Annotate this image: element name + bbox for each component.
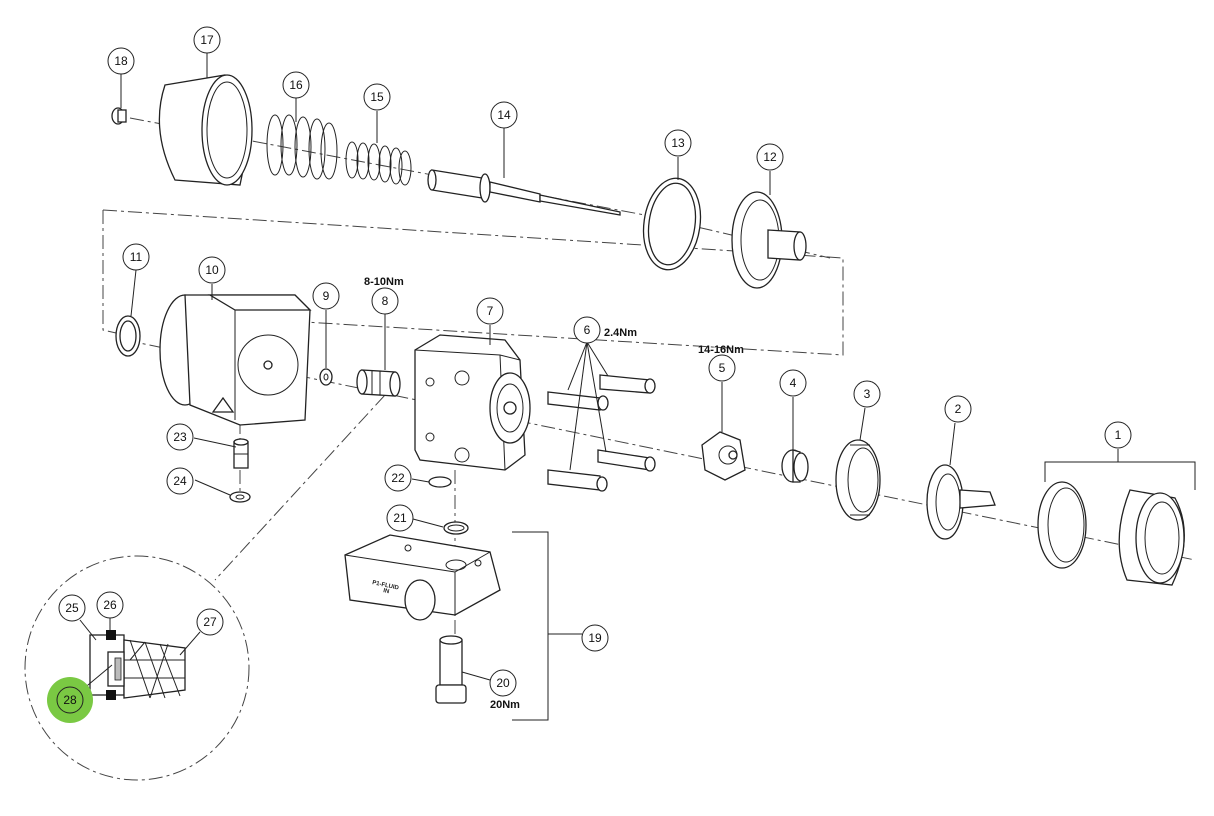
- detail-view: [24, 555, 250, 781]
- part-13-oring: [642, 177, 702, 271]
- callout-1-label: 1: [1115, 428, 1122, 442]
- callout-6[interactable]: 6: [573, 316, 601, 344]
- part-1-retaining-nut: [1037, 481, 1185, 586]
- callout-21[interactable]: 21: [386, 504, 414, 532]
- bracket-1: [1044, 449, 1196, 490]
- callout-2-label: 2: [955, 402, 962, 416]
- callout-3[interactable]: 3: [853, 380, 881, 408]
- part-22-seal: [428, 476, 452, 488]
- callout-13-label: 13: [671, 136, 685, 150]
- callout-2[interactable]: 2: [944, 395, 972, 423]
- callout-22-label: 22: [391, 471, 405, 485]
- part-18-cap: [111, 107, 127, 125]
- part-24-washer: [229, 491, 251, 503]
- callout-16-label: 16: [289, 78, 303, 92]
- part-11-ring: [115, 315, 141, 357]
- callout-20[interactable]: 20: [489, 669, 517, 697]
- callout-18[interactable]: 18: [107, 47, 135, 75]
- torque-part-8: 8-10Nm: [364, 276, 404, 288]
- part-9-washer: [319, 368, 333, 386]
- callout-11[interactable]: 11: [122, 243, 150, 271]
- callout-24[interactable]: 24: [166, 467, 194, 495]
- block-label-line2: IN: [383, 588, 390, 595]
- callout-6-label: 6: [584, 323, 591, 337]
- callout-19-label: 19: [588, 631, 602, 645]
- callout-15[interactable]: 15: [363, 83, 391, 111]
- leader-lines: [79, 53, 956, 691]
- callout-21-label: 21: [393, 511, 407, 525]
- callout-8[interactable]: 8: [371, 287, 399, 315]
- callout-25[interactable]: 25: [58, 594, 86, 622]
- callout-27[interactable]: 27: [196, 608, 224, 636]
- callout-27-label: 27: [203, 615, 217, 629]
- callout-7[interactable]: 7: [476, 297, 504, 325]
- torque-part-6: 2.4Nm: [604, 327, 637, 339]
- part-10-body: [159, 294, 312, 426]
- callout-7-label: 7: [487, 304, 494, 318]
- part-14-rod: [427, 169, 621, 216]
- callout-23-label: 23: [173, 430, 187, 444]
- callout-14[interactable]: 14: [490, 101, 518, 129]
- torque-part-5: 14-16Nm: [698, 344, 744, 356]
- callout-10-label: 10: [205, 263, 219, 277]
- part-16-spring: [266, 114, 338, 180]
- part-2-aircap: [926, 464, 996, 540]
- part-12-diaphragm: [731, 191, 807, 289]
- callout-5[interactable]: 5: [708, 354, 736, 382]
- callout-12[interactable]: 12: [756, 143, 784, 171]
- callout-26[interactable]: 26: [96, 591, 124, 619]
- part-4-seat: [781, 449, 809, 483]
- part-19-inlet-block: P1-FLUID IN: [344, 534, 501, 621]
- block-label-line1: P1-FLUID: [372, 580, 400, 592]
- callout-26-label: 26: [103, 598, 117, 612]
- callout-9[interactable]: 9: [312, 282, 340, 310]
- callout-14-label: 14: [497, 108, 511, 122]
- callout-11-label: 11: [130, 250, 143, 264]
- callout-22[interactable]: 22: [384, 464, 412, 492]
- part-7-block: [414, 334, 531, 471]
- callout-5-label: 5: [719, 361, 726, 375]
- callout-28-label: 28: [63, 693, 77, 707]
- part-20-bolt: [435, 635, 467, 704]
- torque-part-20: 20Nm: [490, 699, 520, 711]
- callout-10[interactable]: 10: [198, 256, 226, 284]
- bracket-19: [512, 531, 582, 721]
- callout-28-highlighted[interactable]: 28: [47, 677, 93, 723]
- part-17-cover: [158, 74, 253, 186]
- part-23-fitting: [233, 438, 249, 469]
- callout-24-label: 24: [173, 474, 187, 488]
- callout-16[interactable]: 16: [282, 71, 310, 99]
- callout-25-label: 25: [65, 601, 79, 615]
- part-5-nozzle: [701, 431, 746, 481]
- callout-19[interactable]: 19: [581, 624, 609, 652]
- callout-8-label: 8: [382, 294, 389, 308]
- part-15-spring: [345, 141, 412, 186]
- callout-4[interactable]: 4: [779, 369, 807, 397]
- callout-17-label: 17: [200, 33, 214, 47]
- part-3-cage: [835, 439, 881, 521]
- callout-4-label: 4: [790, 376, 797, 390]
- part-21-oring: [443, 521, 469, 535]
- part-6-screws: [547, 374, 656, 492]
- callout-1[interactable]: 1: [1104, 421, 1132, 449]
- callout-23[interactable]: 23: [166, 423, 194, 451]
- callout-18-label: 18: [114, 54, 128, 68]
- callout-9-label: 9: [323, 289, 330, 303]
- callout-bubbles: 1 2 3 4 5 6 7 8 9 10 11 12 13 14 15 16 1…: [47, 26, 1132, 723]
- callout-17[interactable]: 17: [193, 26, 221, 54]
- callout-15-label: 15: [370, 90, 384, 104]
- callout-13[interactable]: 13: [664, 129, 692, 157]
- callout-3-label: 3: [864, 387, 871, 401]
- callout-12-label: 12: [763, 150, 777, 164]
- part-8-insert: [356, 369, 401, 397]
- torque-labels: 8-10Nm 2.4Nm 14-16Nm 20Nm: [364, 276, 744, 711]
- callout-20-label: 20: [496, 676, 510, 690]
